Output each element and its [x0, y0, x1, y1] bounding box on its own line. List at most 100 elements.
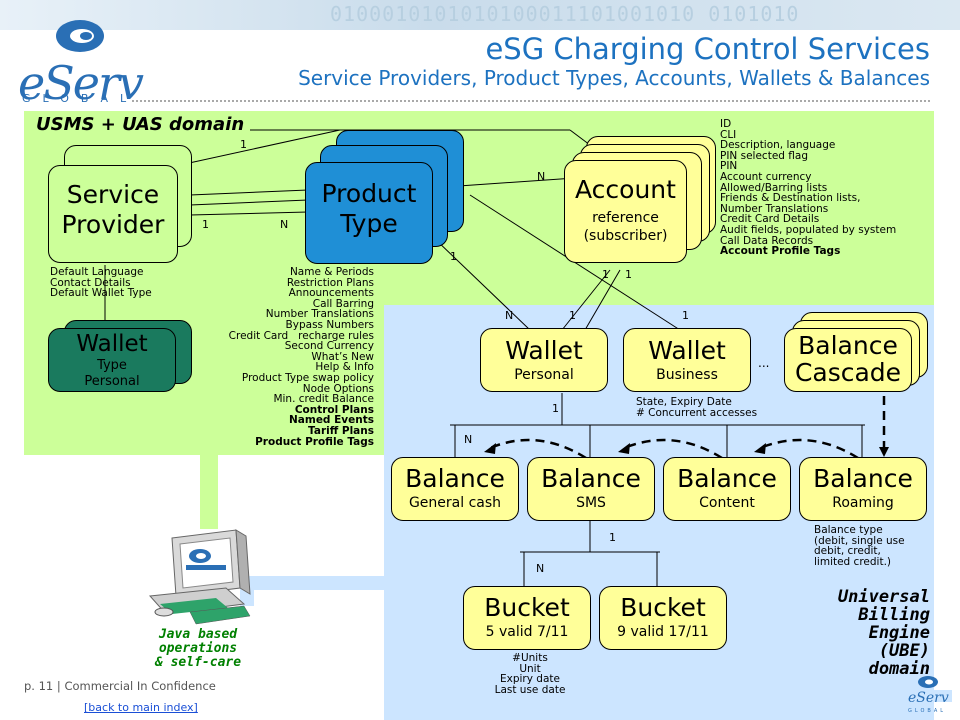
ube-domain-connector: [240, 576, 384, 590]
note-line: Allowed/Barring lists: [720, 181, 828, 194]
account-notes: ID CLI Description, language PIN selecte…: [720, 119, 896, 257]
java-operations-label: Java based operations & self-care: [128, 628, 268, 670]
balance-roaming-box[interactable]: Balance Roaming: [799, 457, 927, 521]
ube-label-line: (UBE): [878, 641, 930, 661]
balance-content-box[interactable]: Balance Content: [663, 457, 791, 521]
note-line: Number Translations: [720, 202, 829, 215]
usms-domain-label: USMS + UAS domain: [36, 114, 245, 135]
cardinality-label: N: [464, 433, 473, 446]
service-provider-label-line2: Provider: [61, 210, 165, 239]
note-line-bold: Product Profile Tags: [255, 435, 374, 448]
balance-sub: General cash: [408, 495, 502, 511]
note-line: limited credit.): [814, 555, 892, 568]
note-line: Restriction Plans: [286, 276, 374, 289]
logo-tagline: GLOBAL: [22, 92, 139, 105]
wallet-type-box[interactable]: Wallet Type Personal: [48, 328, 176, 392]
note-line-bold: Tariff Plans: [308, 424, 374, 437]
cardinality-label: 1: [682, 309, 689, 322]
note-line: Friends & Destination lists,: [720, 192, 861, 205]
product-type-box[interactable]: Product Type: [305, 162, 433, 264]
cardinality-label: 1: [602, 268, 609, 281]
balance-title: Balance: [677, 464, 777, 493]
balance-sub: Roaming: [832, 495, 894, 511]
bucket-box-2[interactable]: Bucket 9 valid 17/11: [599, 586, 727, 650]
note-line: Announcements: [288, 287, 374, 300]
cardinality-label: N: [537, 170, 546, 183]
bucket-title: Bucket: [484, 593, 570, 622]
wallet-type-sub-line1: Type: [97, 358, 127, 373]
bucket-sub: 5 valid 7/11: [485, 624, 569, 640]
note-line-bold: Named Events: [289, 414, 374, 427]
header-banner: [0, 0, 960, 30]
wallet-business-title: Wallet: [648, 336, 726, 365]
note-line: Contact Details: [50, 276, 131, 289]
balance-general-cash-box[interactable]: Balance General cash: [391, 457, 519, 521]
page-number: p. 11: [24, 679, 54, 693]
java-label-line: Java based: [158, 627, 238, 642]
balance-cascade-line1: Balance: [798, 331, 898, 360]
note-line: ID: [720, 118, 732, 130]
cardinality-label: 1: [625, 268, 632, 281]
wallet-type-sub-line2: Personal: [84, 374, 140, 389]
note-line: What’s New: [311, 350, 374, 363]
note-line: Node Options: [302, 382, 374, 395]
account-sub-line1: reference: [592, 210, 659, 226]
title-divider: [132, 100, 930, 102]
corner-logo-icon: eServ GLOBAL: [906, 676, 952, 714]
cardinality-label: 1: [202, 218, 209, 231]
service-provider-notes: Default Language Contact Details Default…: [50, 267, 152, 299]
note-line: Call Data Records: [720, 234, 814, 247]
cardinality-label: N: [280, 218, 289, 231]
banner-binary-text: 0100010101010100011101001010 0101010: [330, 2, 800, 26]
note-line: Account currency: [720, 170, 812, 183]
balance-sub: Content: [699, 495, 755, 511]
usms-domain-connector: [200, 455, 218, 529]
balance-sms-box[interactable]: Balance SMS: [527, 457, 655, 521]
balance-title: Balance: [813, 464, 913, 493]
wallet-notes: State, Expiry Date # Concurrent accesses: [636, 397, 757, 418]
wallet-type-title: Wallet: [76, 331, 148, 357]
svg-text:GLOBAL: GLOBAL: [908, 708, 946, 714]
back-to-index-link[interactable]: [back to main index]: [84, 701, 198, 714]
page-footer: p. 11 | Commercial In Confidence: [24, 679, 216, 693]
corner-logo: eServ GLOBAL: [898, 676, 954, 716]
account-sub-line2: (subscriber): [583, 228, 668, 244]
note-line: Balance type: [814, 524, 883, 536]
svg-text:eServ: eServ: [908, 690, 949, 706]
note-line: Credit Card recharge rules: [228, 329, 374, 342]
note-line: debit, credit,: [814, 545, 881, 558]
note-line: (debit, single use: [814, 534, 905, 547]
note-line: # Concurrent accesses: [636, 406, 758, 419]
note-line: Bypass Numbers: [285, 318, 374, 331]
service-provider-box[interactable]: Service Provider: [48, 165, 178, 263]
ube-label-line: Billing: [858, 605, 930, 625]
more-wallets-ellipsis: ...: [758, 356, 770, 370]
ube-label-line: Engine: [868, 623, 930, 643]
cardinality-label: 1: [552, 402, 559, 415]
bucket-box-1[interactable]: Bucket 5 valid 7/11: [463, 586, 591, 650]
note-line-bold: Control Plans: [294, 403, 374, 416]
product-type-notes: Name & Periods Restriction Plans Announc…: [196, 267, 374, 447]
bucket-sub: 9 valid 17/11: [617, 624, 709, 640]
note-line: Credit Card Details: [720, 213, 820, 226]
ube-label-line: Universal: [837, 587, 930, 607]
confidentiality-note: Commercial In Confidence: [64, 679, 216, 693]
service-provider-label-line1: Service: [66, 180, 160, 209]
bucket-notes: #Units Unit Expiry date Last use date: [470, 653, 590, 695]
java-label-line: & self-care: [154, 655, 242, 670]
note-line: Number Translations: [265, 308, 374, 321]
cardinality-label: N: [536, 562, 545, 575]
balance-cascade-box[interactable]: Balance Cascade: [784, 328, 912, 392]
note-line: Description, language: [720, 139, 836, 152]
balance-title: Balance: [405, 464, 505, 493]
wallet-business-sub: Business: [656, 367, 718, 383]
account-box[interactable]: Account reference (subscriber): [564, 160, 687, 263]
wallet-business-box[interactable]: Wallet Business: [623, 328, 751, 392]
wallet-personal-box[interactable]: Wallet Personal: [480, 328, 608, 392]
balance-type-notes: Balance type (debit, single use debit, c…: [814, 525, 905, 567]
ube-domain-label: Universal Billing Engine (UBE) domain: [800, 588, 930, 678]
note-line: Audit fields, populated by system: [720, 223, 897, 236]
note-line: Expiry date: [500, 673, 560, 686]
note-line: Product Type swap policy: [241, 371, 374, 384]
wallet-personal-sub: Personal: [514, 367, 574, 383]
